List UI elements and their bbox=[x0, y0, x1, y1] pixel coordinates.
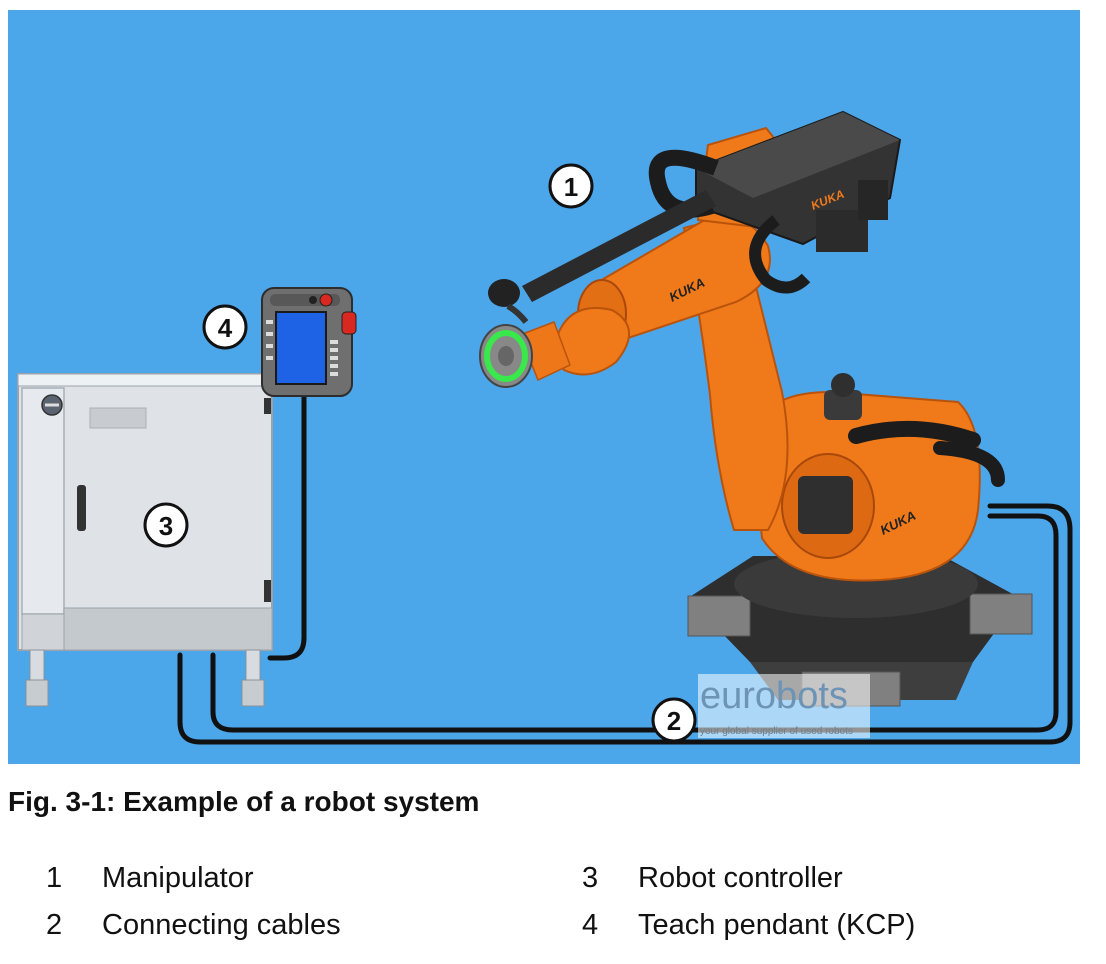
teach-pendant bbox=[261, 287, 357, 397]
axis-motor-icon bbox=[798, 476, 853, 534]
callout-1: 1 bbox=[548, 163, 594, 209]
pendant-screen bbox=[275, 311, 327, 385]
callout-4: 4 bbox=[202, 304, 248, 350]
svg-text:your global supplier of used r: your global supplier of used robots bbox=[700, 726, 853, 737]
svg-text:1: 1 bbox=[564, 172, 578, 202]
callout-3: 3 bbox=[143, 502, 189, 548]
legend-number: 3 bbox=[582, 862, 599, 894]
legend-label: Robot controller bbox=[638, 862, 843, 894]
legend-number: 2 bbox=[46, 909, 63, 941]
legend-label: Connecting cables bbox=[102, 909, 341, 941]
svg-text:eurobots: eurobots bbox=[700, 675, 848, 717]
manipulator-robot: KUKA KUKA KUKA bbox=[479, 110, 1033, 707]
emergency-stop-icon bbox=[319, 293, 333, 307]
legend-label: Teach pendant (KCP) bbox=[638, 909, 916, 941]
figure-caption: Fig. 3-1: Example of a robot system bbox=[8, 786, 480, 817]
robot-system-illustration: KUKA KUKA KUKA eurobots your global supp… bbox=[8, 10, 1080, 764]
svg-text:4: 4 bbox=[218, 313, 233, 343]
eurobots-watermark: eurobots your global supplier of used ro… bbox=[698, 674, 870, 738]
callout-2: 2 bbox=[651, 697, 697, 743]
legend-number: 4 bbox=[582, 909, 599, 941]
svg-text:3: 3 bbox=[159, 511, 173, 541]
legend-label: Manipulator bbox=[102, 862, 254, 894]
connecting-cables bbox=[177, 389, 1073, 745]
svg-text:2: 2 bbox=[667, 706, 681, 736]
cabinet-handle bbox=[77, 485, 86, 531]
legend-number: 1 bbox=[46, 862, 63, 894]
